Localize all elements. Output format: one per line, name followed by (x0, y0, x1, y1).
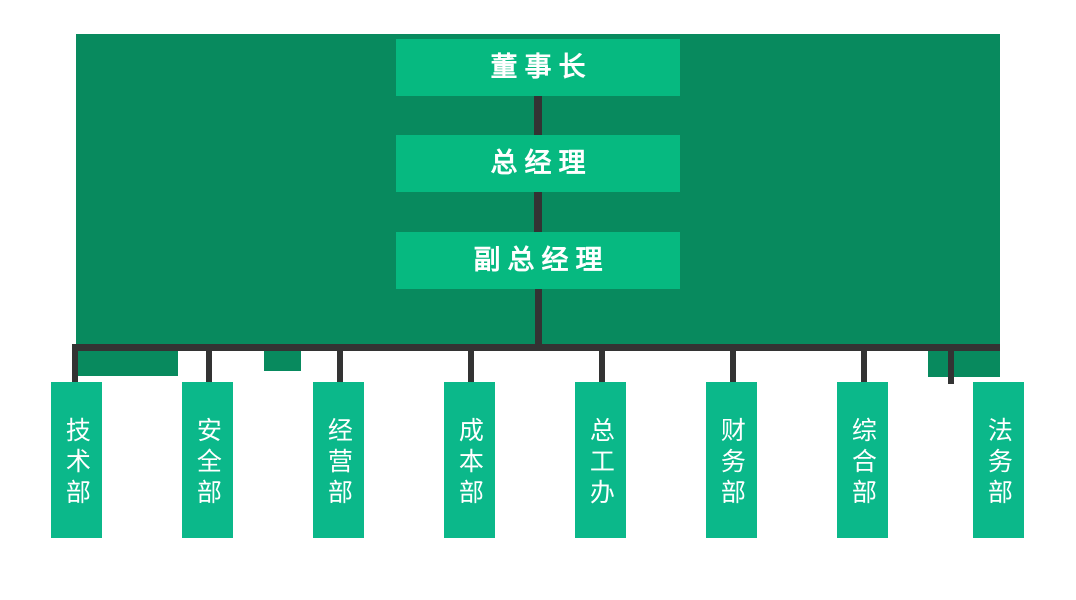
node-department-finance[interactable]: 财务部 (706, 382, 757, 538)
node-chairman[interactable]: 董事长 (396, 39, 680, 96)
connector-department-operations (337, 344, 343, 384)
connector-department-technology (72, 344, 78, 384)
connector-gm-to-dgm (534, 192, 542, 232)
node-department-technology[interactable]: 技术部 (51, 382, 102, 538)
connector-department-legal (948, 344, 954, 384)
connector-department-chief-engineer-office (599, 344, 605, 384)
connector-dgm-to-bar (535, 289, 542, 344)
connector-department-general-affairs (861, 344, 867, 384)
node-department-safety[interactable]: 安全部 (182, 382, 233, 538)
department-label: 安全部 (193, 416, 223, 510)
node-department-chief-engineer-office[interactable]: 总工办 (575, 382, 626, 538)
node-department-legal[interactable]: 法务部 (973, 382, 1024, 538)
department-label: 综合部 (848, 416, 878, 510)
node-general-manager[interactable]: 总经理 (396, 135, 680, 192)
department-label: 成本部 (455, 416, 485, 510)
department-label: 技术部 (62, 416, 92, 510)
connector-chairman-to-gm (534, 96, 542, 135)
connector-department-cost (468, 344, 474, 384)
node-department-cost[interactable]: 成本部 (444, 382, 495, 538)
department-label: 经营部 (324, 416, 354, 510)
connector-department-finance (730, 344, 736, 384)
node-deputy-general-manager[interactable]: 副总经理 (396, 232, 680, 289)
node-department-operations[interactable]: 经营部 (313, 382, 364, 538)
department-label: 财务部 (717, 416, 747, 510)
department-label: 总工办 (586, 416, 616, 510)
connector-department-safety (206, 344, 212, 384)
node-department-general-affairs[interactable]: 综合部 (837, 382, 888, 538)
department-label: 法务部 (984, 416, 1014, 510)
distribution-bar (76, 344, 1000, 351)
